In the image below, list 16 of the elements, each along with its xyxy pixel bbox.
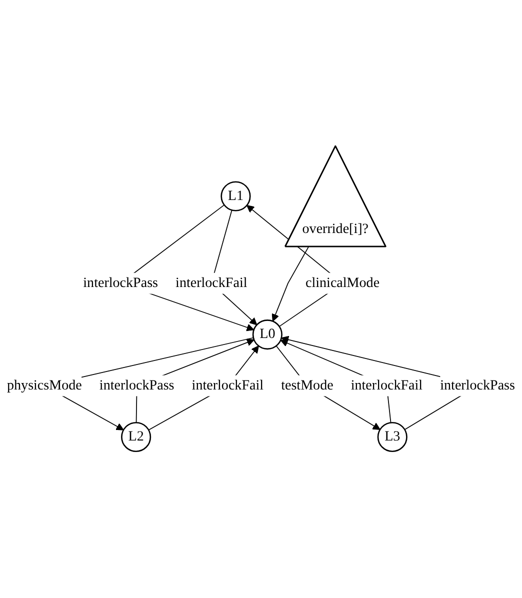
edge-label: clinicalMode [306,276,380,291]
node-circle: L3 [377,422,408,452]
edge-label: interlockFail [176,276,248,291]
edge-label: interlockFail [192,378,264,394]
edge-label: interlockPass [440,378,515,394]
arrow [276,346,380,430]
arrow [280,340,392,424]
edge-label: testMode [281,378,334,394]
node-circle: L0 [252,320,282,350]
node-circle: L2 [121,422,152,452]
edge-label: interlockFail [350,378,423,394]
arrow [272,246,309,322]
edge-label: physicsMode [7,378,82,394]
edge-label: interlockPass [99,378,174,394]
edge-label: interlockPass [83,276,158,291]
node-circle: L1 [220,182,251,212]
